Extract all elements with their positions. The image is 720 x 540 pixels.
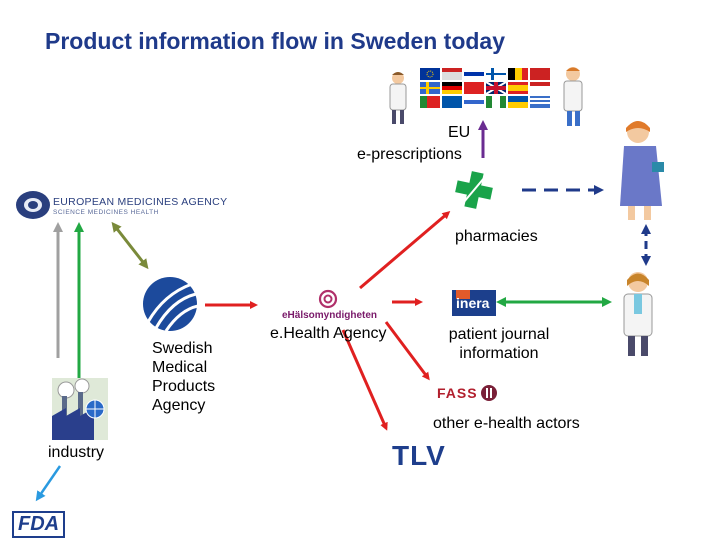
arrow-industry-to-fda	[38, 466, 60, 498]
swedish-agency-line-4: Agency	[152, 396, 215, 415]
ehealth-agency-label: e.Health Agency	[270, 324, 387, 343]
patient-figure	[612, 116, 674, 224]
doctor-figure-eu	[556, 64, 590, 128]
pharmacies-label: pharmacies	[455, 227, 538, 246]
swedish-agency-line-2: Medical	[152, 358, 215, 377]
inera-logo: inera	[452, 290, 496, 316]
fda-logo-text: FDA	[18, 513, 59, 535]
fda-logo: FDA	[12, 511, 65, 538]
swedish-agency-line-3: Products	[152, 377, 215, 396]
arrow-ehealth-to-pharmacies	[360, 213, 448, 288]
inera-logo-text: inera	[456, 295, 489, 311]
doctor-figure	[612, 268, 664, 358]
patient-journal-line-2: information	[439, 344, 559, 363]
other-actors-label: other e-health actors	[433, 414, 580, 433]
industry-factory-image	[52, 378, 108, 440]
arrow-ehealth-to-tlv	[343, 330, 386, 428]
arrow-ehealth-to-fass	[386, 322, 428, 378]
swedish-agency-label: Swedish Medical Products Agency	[152, 339, 215, 415]
ema-logo-subtext: SCIENCE MEDICINES HEALTH	[53, 209, 159, 216]
pharmacy-cross-logo	[452, 168, 496, 212]
swedish-agency-line-1: Swedish	[152, 339, 215, 358]
fass-emblem	[480, 384, 498, 402]
ema-emblem	[15, 190, 51, 220]
eu-flags-image	[420, 68, 550, 112]
patient-journal-line-1: patient journal	[439, 325, 559, 344]
eu-label: EU	[448, 123, 470, 142]
eprescriptions-label: e-prescriptions	[357, 145, 462, 164]
ema-logo-text: EUROPEAN MEDICINES AGENCY	[53, 196, 227, 208]
mpa-emblem	[142, 276, 198, 332]
patient-journal-label: patient journal information	[439, 325, 559, 363]
pharmacist-figure	[384, 70, 412, 126]
tlv-logo-text: TLV	[392, 440, 446, 472]
ehalso-logo-text: eHälsomyndigheten	[282, 310, 377, 321]
arrow-ema-mpa	[114, 225, 146, 266]
fass-logo-text: FASS	[437, 385, 478, 401]
ehalso-emblem	[318, 289, 338, 309]
industry-label: industry	[48, 443, 104, 462]
